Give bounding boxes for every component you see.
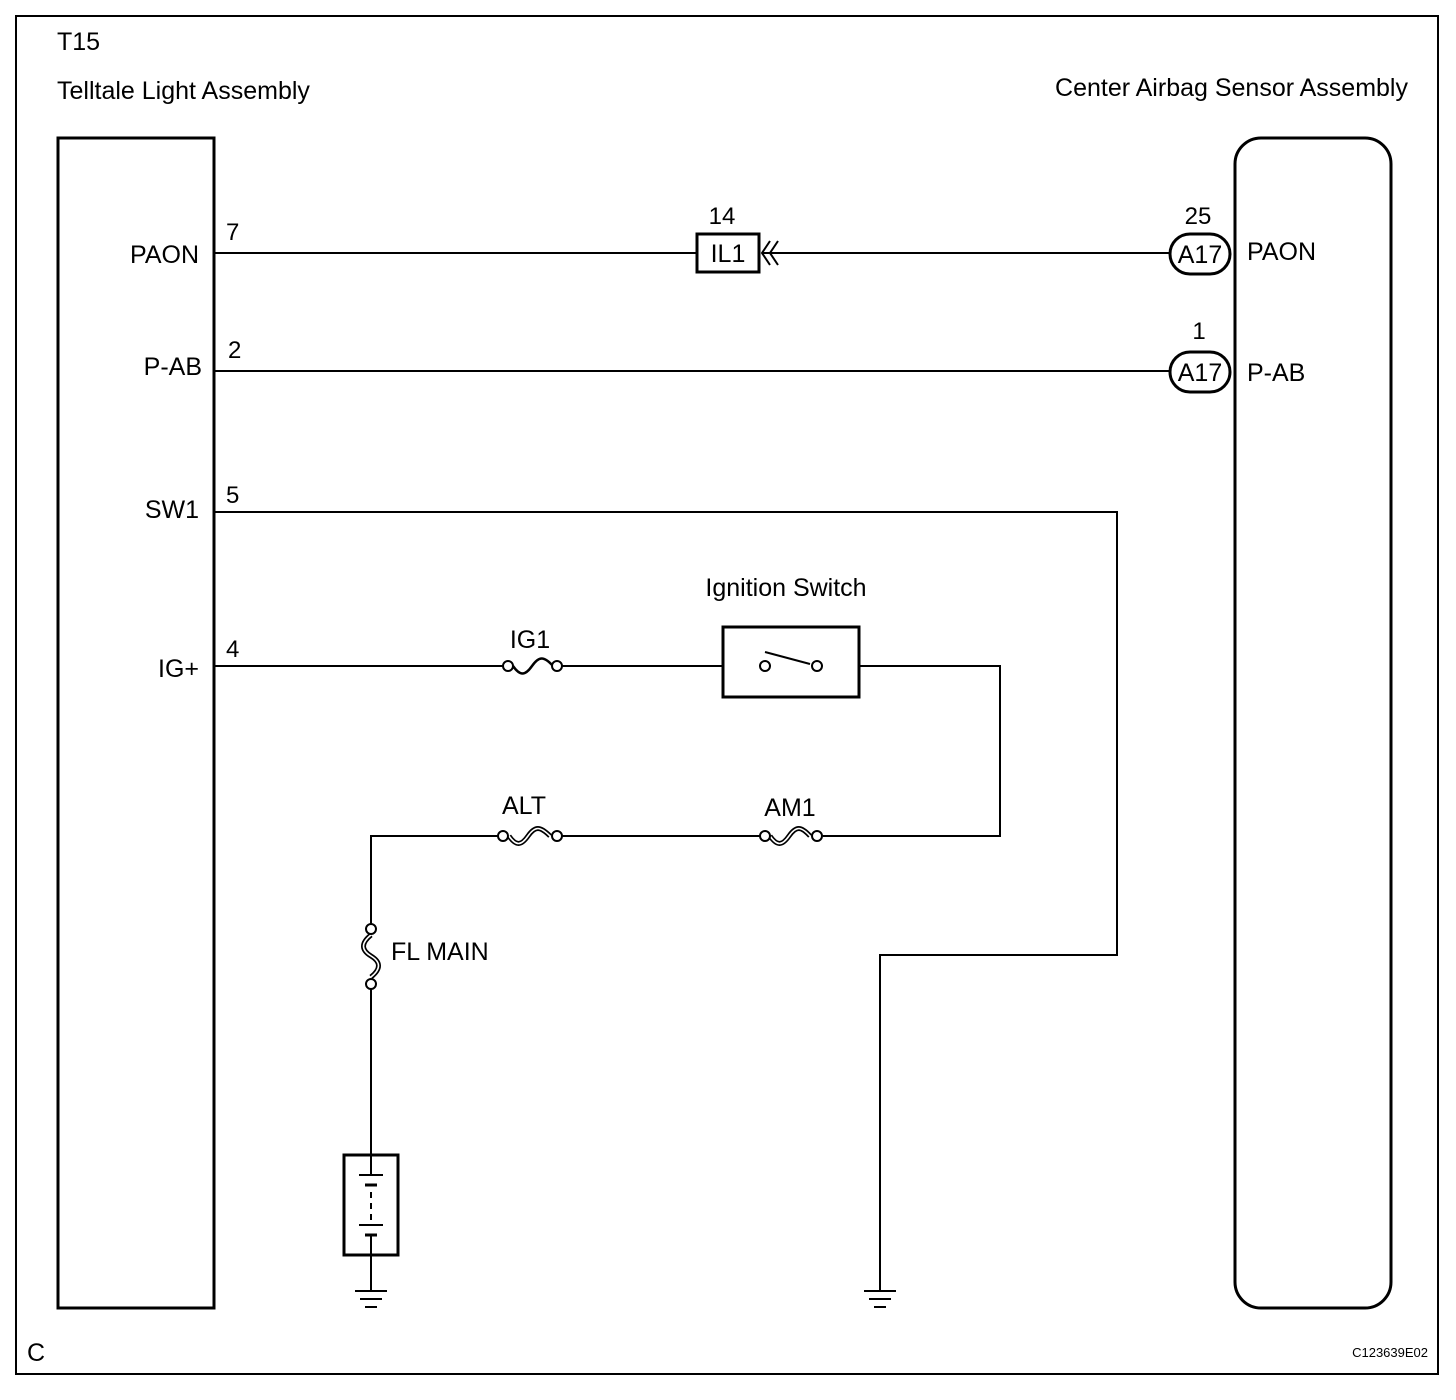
- fuse-icon: [502, 657, 563, 675]
- right-pab-connector-code: A17: [1178, 359, 1222, 387]
- corner-code: C: [27, 1339, 45, 1367]
- battery-icon: [342, 1153, 400, 1257]
- terminal-sw1-pin: 5: [226, 482, 239, 509]
- terminal-sw1-label: SW1: [145, 496, 199, 524]
- right-paon-label: PAON: [1247, 238, 1316, 266]
- right-paon-connector: [1168, 232, 1232, 276]
- ignition-switch-box: [721, 625, 861, 699]
- left-component-code: T15: [57, 28, 100, 56]
- fuse-am1-label: AM1: [764, 794, 815, 822]
- terminal-paon-pin: 7: [226, 219, 239, 246]
- switch-icon: [759, 651, 823, 672]
- terminal-ig-pin: 4: [226, 636, 239, 663]
- wire-switch-to-am1: [823, 665, 1001, 837]
- ignition-switch-label: Ignition Switch: [705, 574, 866, 602]
- terminal-pab-label: P-AB: [144, 353, 202, 381]
- junction-pin: 14: [709, 203, 736, 230]
- right-component-title: Center Airbag Sensor Assembly: [1055, 74, 1408, 102]
- right-pab-connector: [1168, 350, 1232, 394]
- fuse-fl-main-label: FL MAIN: [391, 938, 489, 966]
- ground-icon: [355, 1290, 387, 1308]
- junction-connector-code: IL1: [711, 240, 746, 268]
- fuse-ig1-label: IG1: [510, 626, 550, 654]
- wire-alt-to-flmain: [370, 835, 498, 924]
- right-pab-label: P-AB: [1247, 359, 1305, 387]
- wire-sw1: [214, 511, 1118, 1290]
- right-paon-connector-code: A17: [1178, 241, 1222, 269]
- left-component-title: Telltale Light Assembly: [57, 77, 310, 105]
- fuse-alt-label: ALT: [502, 792, 546, 820]
- diagram-frame: [15, 15, 1439, 1375]
- ground-icon: [864, 1290, 896, 1308]
- center-airbag-sensor-box: [1233, 136, 1393, 1310]
- figure-code: C123639E02: [1352, 1345, 1428, 1360]
- telltale-light-assembly-box: [56, 136, 216, 1310]
- fuse-icon: [759, 826, 823, 846]
- terminal-paon-label: PAON: [130, 241, 199, 269]
- terminal-pab-pin: 2: [228, 337, 241, 364]
- fusible-link-icon: [361, 923, 381, 990]
- right-pab-pin: 1: [1192, 318, 1205, 345]
- junction-connector-box: [695, 232, 761, 274]
- fusible-link-icon: [497, 826, 563, 846]
- terminal-ig-label: IG+: [158, 655, 199, 683]
- right-paon-pin: 25: [1185, 203, 1212, 230]
